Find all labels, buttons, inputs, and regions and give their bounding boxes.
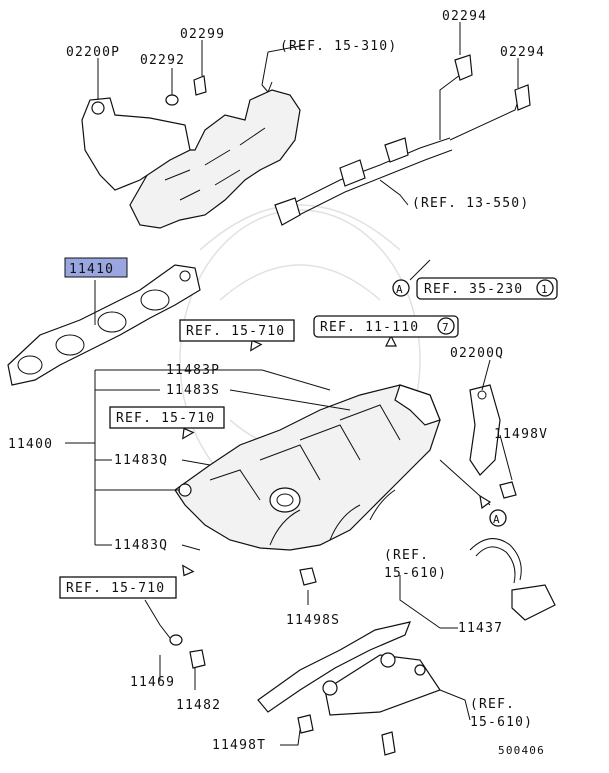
- ref-35-230-box: [416, 277, 558, 300]
- oxygen-sensor-harness-illustration: [274, 54, 531, 226]
- fasteners: [165, 75, 517, 756]
- part-label-11483S[interactable]: 11483S: [166, 383, 220, 398]
- part-label-11483P[interactable]: 11483P: [166, 363, 220, 378]
- part-label-02294-right[interactable]: 02294: [500, 45, 545, 60]
- part-label-02200P[interactable]: 02200P: [66, 45, 120, 60]
- ref-15-710-b[interactable]: REF. 15-710: [116, 411, 215, 426]
- leader-lines: [65, 22, 519, 746]
- part-label-11498T[interactable]: 11498T: [212, 738, 266, 753]
- ref-35-230-index-circle: [536, 279, 554, 297]
- highlighted-part-box: [64, 257, 128, 278]
- part-label-11437[interactable]: 11437: [458, 621, 503, 636]
- part-label-11400[interactable]: 11400: [8, 437, 53, 452]
- ref-15-610-b-line1[interactable]: (REF.: [470, 697, 515, 712]
- part-label-11498V[interactable]: 11498V: [494, 427, 548, 442]
- arrows: [182, 81, 492, 577]
- ref-15-610-b-line2[interactable]: 15-610): [470, 715, 533, 730]
- ref-15-710-c[interactable]: REF. 15-710: [66, 581, 165, 596]
- exhaust-manifold-illustration: [81, 89, 301, 229]
- part-label-11483Q-upper[interactable]: 11483Q: [114, 453, 168, 468]
- part-label-11410[interactable]: 11410: [69, 262, 114, 277]
- ref-15-310[interactable]: (REF. 15-310): [280, 39, 397, 54]
- part-label-02200Q[interactable]: 02200Q: [450, 346, 504, 361]
- diagram-code: 500406: [498, 744, 545, 757]
- marker-a-circle: [489, 509, 507, 527]
- part-label-11482[interactable]: 11482: [176, 698, 221, 713]
- ref-15-710-a[interactable]: REF. 15-710: [186, 324, 285, 339]
- ref-35-230-index: 1: [541, 283, 548, 296]
- ref-11-110[interactable]: REF. 11-110: [320, 320, 419, 335]
- ref-11-110-box: [313, 315, 459, 338]
- ref-15-610-a-line2[interactable]: 15-610): [384, 566, 447, 581]
- part-label-11498S[interactable]: 11498S: [286, 613, 340, 628]
- ref-15-710-box-a: [179, 319, 295, 342]
- ref-13-550[interactable]: (REF. 13-550): [412, 196, 529, 211]
- ref-11-110-index-circle: [437, 317, 455, 335]
- intake-manifold-illustration: [174, 384, 441, 551]
- part-label-02299[interactable]: 02299: [180, 27, 225, 42]
- ref-35-230[interactable]: REF. 35-230: [424, 282, 523, 297]
- part-labels: 02200P 02299 02292 02294 02294 11410 114…: [8, 9, 548, 753]
- manifold-stay-illustration: [257, 621, 441, 716]
- ref-35-230-marker-circle: [392, 279, 410, 297]
- ref-11-110-index: 7: [442, 321, 449, 334]
- marker-a: A: [493, 513, 500, 526]
- ref-35-230-marker: A: [396, 283, 403, 296]
- part-label-11483Q-lower[interactable]: 11483Q: [114, 538, 168, 553]
- reference-labels: (REF. 15-310) (REF. 13-550) A REF. 35-23…: [59, 39, 558, 730]
- ref-15-710-box-b: [109, 406, 225, 429]
- ref-15-610-a-line1[interactable]: (REF.: [384, 548, 429, 563]
- hose-illustration: [469, 538, 556, 621]
- part-label-02294-top[interactable]: 02294: [442, 9, 487, 24]
- manifold-bracket-illustration: [469, 384, 501, 476]
- part-label-02292[interactable]: 02292: [140, 53, 185, 68]
- ref-15-710-box-c: [59, 576, 177, 599]
- part-label-11469[interactable]: 11469: [130, 675, 175, 690]
